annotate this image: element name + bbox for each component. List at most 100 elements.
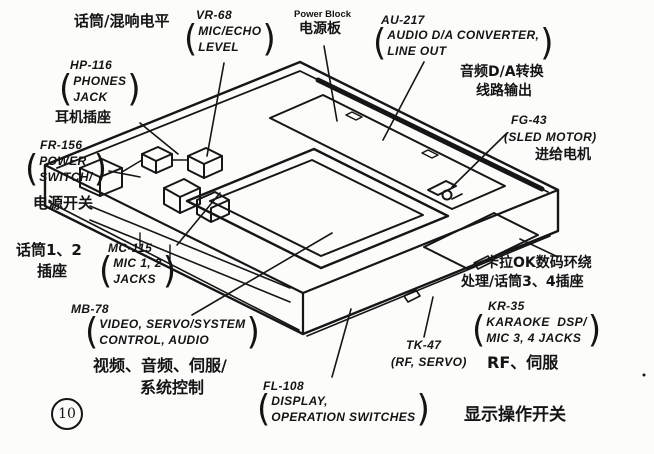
label-karaoke-cn1: 卡拉OK数码环绕 [485, 255, 592, 271]
label-hp116-line2: JACK [73, 90, 108, 104]
leader-lines [108, 45, 559, 378]
leader-karaoke [519, 238, 559, 258]
open-paren: ( [472, 308, 486, 352]
label-kr35-group: ( KARAOKE DSP/ MIC 3, 4 JACKS ) [471, 308, 602, 352]
label-mb78-line2: CONTROL, AUDIO [99, 333, 210, 347]
label-fr156-line2: SWITCH/ [39, 170, 93, 184]
leader-fr156 [108, 170, 141, 178]
au217-board-tab2 [421, 149, 439, 159]
label-mb78-cn1: 视频、音频、伺服/ [93, 356, 227, 375]
label-au217-cn1: 音频D/A转换 [460, 64, 544, 80]
close-paren: ) [587, 308, 602, 352]
open-paren: ( [25, 147, 39, 191]
leader-vr68 [206, 62, 225, 157]
leader-power-block [323, 45, 338, 122]
label-fl108-group: ( DISPLAY, OPERATION SWITCHES ) [256, 387, 431, 431]
label-mb78-line1: VIDEO, SERVO/SYSTEM [99, 316, 246, 331]
label-tk47-en: (RF, SERVO) [391, 355, 467, 369]
sled-motor-bracket [451, 193, 463, 200]
jack-cluster-step1 [121, 159, 143, 173]
label-kr35-line2: MIC 3, 4 JACKS [486, 331, 582, 345]
label-mic-echo-cn: 话筒/混响电平 [74, 12, 170, 30]
leader-fl108 [331, 308, 352, 378]
label-power-block-cn: 电源板 [299, 21, 341, 37]
open-paren: ( [99, 249, 113, 293]
label-fr156-cn: 电源开关 [33, 194, 94, 212]
leader-au217 [382, 61, 425, 141]
bottom-tab-2 [403, 289, 421, 303]
label-fg43-en: (SLED MOTOR) [504, 130, 597, 144]
leader-mc115 [176, 192, 221, 246]
close-paren: ) [416, 387, 430, 431]
label-au217-line1: AUDIO D/A CONVERTER, [387, 27, 540, 42]
label-mc115-line1: MIC 1, 2 [113, 255, 162, 270]
label-fl108-line2: OPERATION SWITCHES [271, 410, 416, 424]
label-karaoke-cn2: 处理/话筒3、4插座 [461, 274, 584, 290]
kr35-board [423, 212, 539, 270]
open-paren: ( [373, 21, 387, 65]
label-fr156-part: FR-156 [40, 138, 83, 152]
label-au217-part: AU-217 [381, 13, 425, 27]
leader-fg43 [451, 132, 508, 188]
label-fg43-cn: 进给电机 [535, 147, 591, 163]
chassis-outline [43, 60, 560, 336]
mc115-jack-block-2 [196, 191, 230, 223]
label-fl108-cn: 显示操作开关 [464, 405, 566, 425]
label-tk47-part: TK-47 [406, 338, 442, 352]
label-fl108-part: FL-108 [263, 379, 305, 393]
open-paren: ( [59, 67, 73, 111]
label-tk47-cn: RF、伺服 [487, 353, 559, 372]
label-vr68-part: VR-68 [196, 8, 233, 22]
open-paren: ( [184, 17, 198, 61]
close-paren: ) [246, 310, 260, 354]
label-mb78-group: ( VIDEO, SERVO/SYSTEM CONTROL, AUDIO ) [84, 310, 261, 354]
fr156-switch-block [79, 158, 123, 197]
vr68-pot-block [187, 147, 223, 179]
label-mic12-cn1: 话筒1、2 [16, 241, 82, 259]
center-opening-outer [185, 147, 450, 270]
label-hp116-part: HP-116 [70, 58, 113, 72]
open-paren: ( [85, 310, 99, 354]
label-power-block-en: Power Block [294, 9, 352, 20]
close-paren: ) [127, 67, 141, 111]
label-mic12-cn2: 插座 [37, 262, 68, 280]
label-hp116-line1: PHONES [73, 73, 127, 88]
label-vr68-line1: MIC/ECHO [198, 23, 262, 38]
close-paren: ) [540, 21, 554, 65]
label-au217-line2: LINE OUT [387, 44, 447, 58]
au217-board-tab1 [345, 111, 363, 121]
sled-motor-shaft [441, 189, 453, 201]
page-number-badge: 10 [51, 398, 83, 430]
close-paren: ) [262, 17, 276, 61]
center-opening-inner [209, 159, 424, 257]
power-block-board [315, 77, 545, 192]
label-au217-group: ( AUDIO D/A CONVERTER, LINE OUT ) [372, 21, 555, 65]
leader-hp116 [139, 122, 179, 155]
scan-speck [642, 373, 646, 377]
label-mb78-part: MB-78 [71, 302, 110, 316]
label-kr35-line1: KARAOKE DSP/ [486, 314, 587, 329]
close-paren: ) [93, 147, 107, 191]
mc115-jack-block-1 [163, 178, 201, 214]
chassis-bottom-rim-left [48, 201, 300, 331]
label-kr35-part: KR-35 [488, 299, 525, 313]
label-fr156-group: ( POWER SWITCH/ ) [24, 147, 108, 191]
label-fg43-part: FG-43 [511, 113, 548, 127]
close-paren: ) [162, 249, 177, 293]
label-mc115-group: ( MIC 1, 2 JACKS ) [98, 249, 177, 293]
label-mc115-part: MC-115 [108, 241, 153, 255]
hp116-jack-block [141, 146, 173, 174]
label-mc115-line2: JACKS [113, 272, 156, 286]
label-au217-cn2: 线路输出 [476, 83, 532, 99]
label-vr68-group: ( MIC/ECHO LEVEL ) [183, 17, 277, 61]
label-hp116-group: ( PHONES JACK ) [58, 67, 142, 111]
fl108-strip-top [89, 205, 291, 289]
open-paren: ( [257, 387, 271, 431]
label-fr156-line1: POWER [39, 153, 87, 168]
sled-motor-body [427, 180, 457, 196]
label-fl108-line1: DISPLAY, [271, 393, 328, 408]
page-number: 10 [58, 406, 76, 422]
label-hp116-cn: 耳机插座 [55, 110, 111, 126]
